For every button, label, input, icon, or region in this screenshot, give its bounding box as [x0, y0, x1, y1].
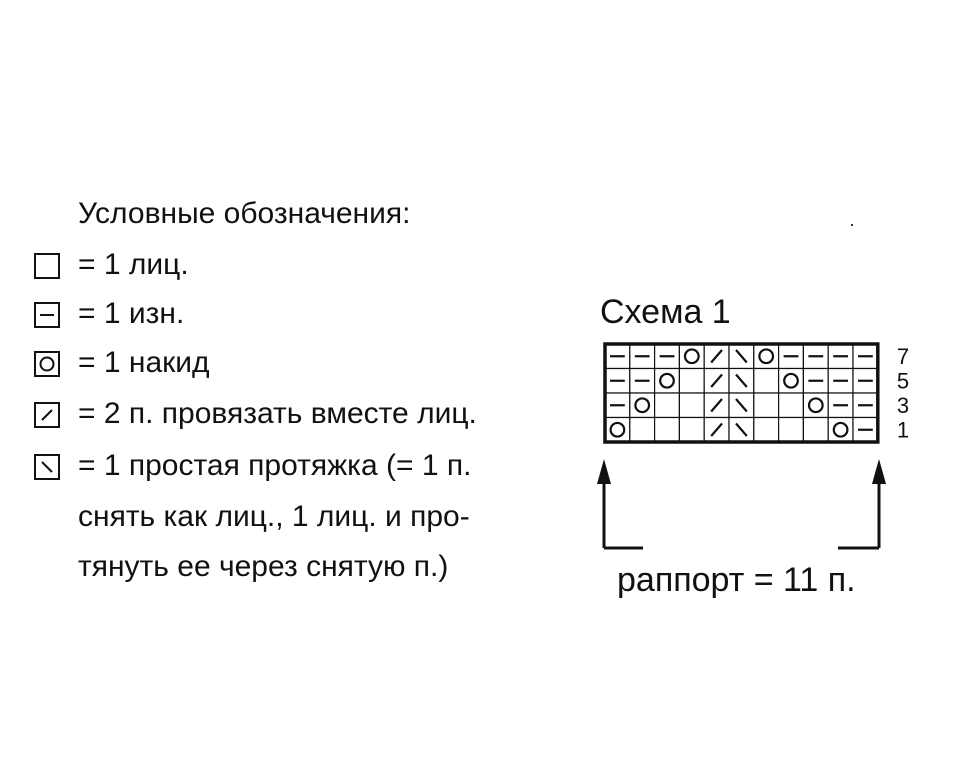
ssk-symbol-icon	[34, 454, 60, 480]
row-number: 1	[897, 418, 909, 443]
scan-speck	[851, 224, 853, 226]
rapport-arrow-right-head-icon	[872, 459, 886, 484]
chart-cell-purl	[827, 392, 854, 419]
chart-cell-k2tog	[703, 343, 730, 370]
chart-cell-yarn-over	[604, 416, 631, 443]
chart-cell-purl	[852, 416, 879, 443]
legend-item-text: = 2 п. провязать вместе лиц.	[78, 397, 477, 430]
rapport-arrow-left-head-icon	[597, 459, 611, 484]
yarn-over-symbol-icon	[634, 397, 651, 414]
purl-symbol-icon	[34, 302, 60, 328]
ssk-symbol-icon	[735, 349, 748, 364]
legend-item-text: = 1 лиц.	[78, 248, 189, 281]
k2tog-symbol-icon	[710, 349, 723, 364]
yarn-over-symbol-icon	[783, 372, 799, 389]
legend-title: Условные обозначения:	[78, 197, 411, 230]
chart-cell-yarn-over	[802, 392, 829, 419]
chart-cell-knit	[777, 392, 804, 419]
chart-cell-knit	[802, 416, 829, 443]
chart-cell-knit	[753, 416, 780, 443]
rapport-arrow-right	[838, 459, 886, 550]
chart-grid	[603, 342, 880, 444]
row-number: 3	[897, 393, 909, 418]
yarn-over-symbol-icon	[683, 348, 700, 365]
chart-cell-yarn-over	[827, 416, 854, 443]
yarn-over-symbol-icon	[758, 348, 775, 365]
chart-cell-knit	[678, 416, 705, 443]
yarn-over-symbol-icon	[659, 372, 675, 389]
row-number: 5	[897, 369, 909, 394]
chart-cell-yarn-over	[653, 367, 680, 394]
chart-cell-knit	[753, 367, 780, 394]
chart-cell-knit	[777, 416, 804, 443]
chart-cell-knit	[653, 416, 680, 443]
rapport-label: раппорт = 11 п.	[617, 561, 856, 599]
chart-cell-knit	[653, 392, 680, 419]
k2tog-symbol-icon	[34, 402, 60, 428]
ssk-symbol-icon	[735, 398, 748, 413]
legend-item-purl: = 1 изн.	[34, 296, 574, 336]
chart-cell-purl	[802, 367, 829, 394]
chart-cell-purl	[653, 343, 680, 370]
yarn-over-symbol-icon	[34, 351, 60, 377]
chart-cell-k2tog	[703, 416, 730, 443]
ssk-symbol-icon	[735, 373, 748, 388]
chart-cell-knit	[678, 367, 705, 394]
legend-item-knit: = 1 лиц.	[34, 247, 574, 287]
chart-cell-purl	[852, 367, 879, 394]
chart-cell-purl	[629, 367, 656, 394]
chart-cell-k2tog	[703, 367, 730, 394]
chart-cell-purl	[852, 343, 879, 370]
ssk-symbol-icon	[735, 422, 748, 437]
legend-continuation-line-2: тянуть ее через снятую п.)	[78, 550, 449, 583]
yarn-over-symbol-icon	[807, 397, 824, 414]
chart-cell-yarn-over	[629, 392, 656, 419]
legend-item-ssk: = 1 простая протяжка (= 1 п.	[34, 448, 574, 488]
chart-cell-knit	[753, 392, 780, 419]
k2tog-symbol-icon	[710, 398, 723, 413]
chart-cell-purl	[827, 343, 854, 370]
legend-item-text: = 1 простая протяжка (= 1 п.	[78, 449, 472, 482]
chart-cell-purl	[777, 343, 804, 370]
legend-continuation-line-1: снять как лиц., 1 лиц. и про-	[78, 500, 470, 533]
yarn-over-symbol-icon	[832, 421, 849, 438]
legend-item-text: = 1 накид	[78, 346, 210, 379]
chart-cell-k2tog	[703, 392, 730, 419]
chart-cell-ssk	[728, 343, 755, 370]
chart-cell-yarn-over	[678, 343, 705, 370]
knit-symbol-icon	[34, 253, 60, 279]
chart-cell-purl	[802, 343, 829, 370]
chart-cell-purl	[629, 343, 656, 370]
k2tog-symbol-icon	[710, 373, 723, 388]
legend-item-text: = 1 изн.	[78, 297, 185, 330]
chart-cell-yarn-over	[753, 343, 780, 370]
chart-cell-purl	[827, 367, 854, 394]
chart-cell-purl	[604, 367, 631, 394]
legend-item-yarn-over: = 1 накид	[34, 345, 574, 385]
rapport-arrow-left	[597, 459, 643, 550]
chart-cell-purl	[604, 392, 631, 419]
schema-title: Схема 1	[600, 293, 731, 331]
chart-cell-knit	[678, 392, 705, 419]
yarn-over-symbol-icon	[609, 421, 626, 438]
k2tog-symbol-icon	[710, 422, 723, 437]
chart-cell-purl	[852, 392, 879, 419]
row-number: 7	[897, 344, 909, 369]
legend-item-k2tog: = 2 п. провязать вместе лиц.	[34, 396, 574, 436]
chart-cell-knit	[629, 416, 656, 443]
chart-cell-ssk	[728, 367, 755, 394]
chart-border	[603, 342, 880, 444]
chart-cell-ssk	[728, 392, 755, 419]
chart-cell-ssk	[728, 416, 755, 443]
chart-cell-purl	[604, 343, 631, 370]
chart-cell-yarn-over	[777, 367, 804, 394]
